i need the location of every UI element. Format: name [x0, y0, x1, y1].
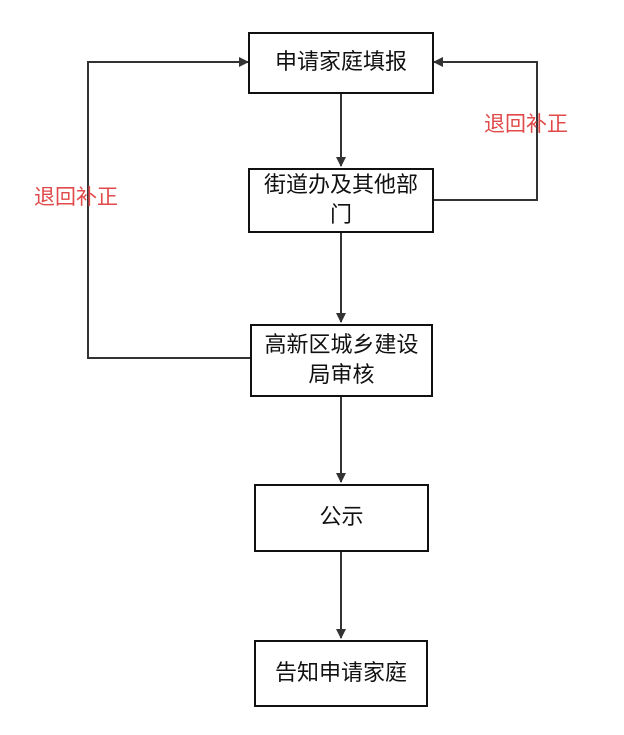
node-notify-family: 告知申请家庭 — [254, 640, 428, 707]
return-label-right: 退回补正 — [484, 112, 568, 136]
node-bureau-review: 高新区城乡建设局审核 — [250, 324, 433, 397]
node-subdistrict-office: 街道办及其他部门 — [248, 168, 434, 233]
node-publicity: 公示 — [254, 484, 429, 552]
return-label-left: 退回补正 — [34, 185, 118, 209]
edge-n2-n1-return — [433, 57, 538, 201]
node-application: 申请家庭填报 — [248, 32, 434, 94]
edge-n3-n1-return — [87, 57, 250, 359]
